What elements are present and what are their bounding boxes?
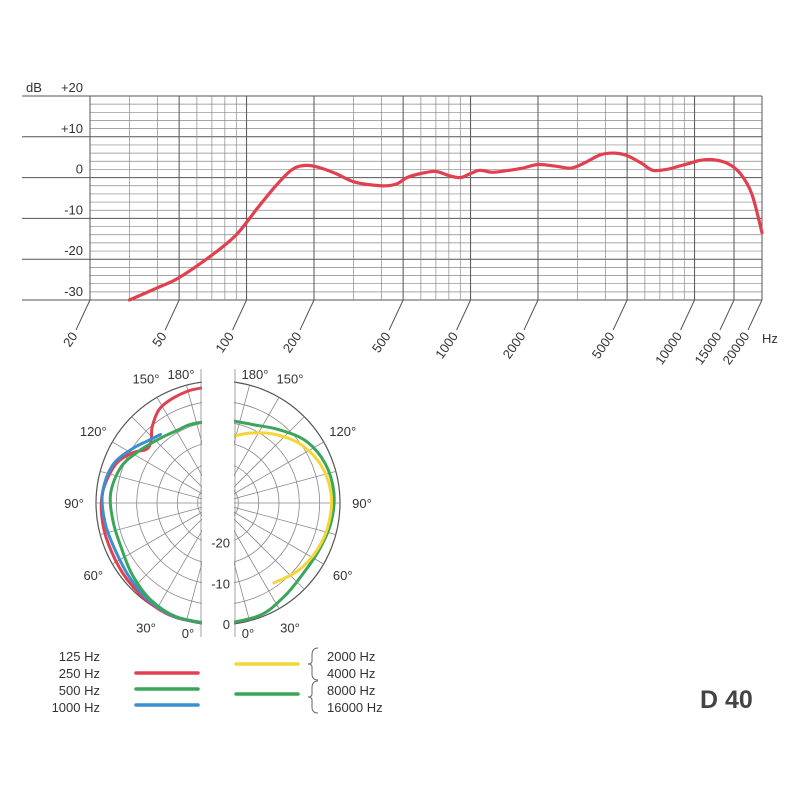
polar-angle-label-left: 180°: [168, 367, 195, 382]
legend-label-right: 8000 Hz: [327, 683, 375, 698]
fr-grid: [22, 95, 763, 331]
legend-label-right: 2000 Hz: [327, 649, 375, 664]
frequency-response-chart: +20 +10 0 -10 -20 -30 dB 20 50 100 200 500 1000 2000 5…: [22, 80, 778, 367]
fr-xtick-leader: [612, 299, 628, 331]
fr-xtick-leader: [456, 299, 472, 331]
polar-angle-label-right: 90°: [352, 496, 372, 511]
polar-spoke: [112, 508, 209, 565]
polar-angle-label-right: 150°: [277, 371, 304, 386]
legend-label-right: 4000 Hz: [327, 666, 375, 681]
polar-spoke: [100, 471, 208, 501]
polar-spoke: [131, 510, 211, 590]
polar-angle-label-right: 30°: [280, 621, 300, 636]
polar-angle-label-left: 150°: [133, 371, 160, 386]
legend-brace: [307, 647, 319, 681]
fr-xtick-leader: [747, 299, 763, 331]
fr-ytick-label: +20: [61, 80, 83, 95]
legend-label-left: 125 Hz: [59, 649, 100, 664]
fr-xtick-leader: [680, 299, 696, 331]
polar-spoke: [131, 416, 211, 496]
fr-xtick-leader: [164, 299, 180, 331]
fr-xtick-label: 50: [149, 329, 170, 349]
fr-xtick-label: 5000: [589, 329, 618, 361]
fr-ylabel: dB: [26, 80, 42, 95]
fr-xtick-leader: [232, 299, 248, 331]
polar-spoke: [227, 508, 324, 565]
fr-xtick-leader: [299, 299, 315, 331]
fr-xtick-label: 1000: [432, 329, 461, 361]
fr-ytick-label: -20: [64, 243, 83, 258]
polar-radial-label: 0: [223, 617, 230, 632]
fr-ytick-label: -10: [64, 202, 83, 217]
fr-response-curve: [127, 151, 764, 302]
fr-xtick-leader: [523, 299, 539, 331]
polar-spoke: [225, 416, 305, 496]
polar-angle-label-right: 0°: [242, 626, 254, 641]
legend-label-right: 16000 Hz: [327, 700, 383, 715]
polar-angle-label-left: 90°: [64, 496, 84, 511]
fr-xtick-label: 500: [369, 329, 394, 355]
polar-angle-label-right: 120°: [329, 424, 356, 439]
fr-xtick-leader: [719, 299, 735, 331]
polar-spoke: [228, 471, 336, 501]
fr-xtick-label: 20000: [719, 329, 752, 367]
fr-xtick-label: 2000: [500, 329, 529, 361]
polar-angle-label-left: 60°: [83, 568, 103, 583]
polar-pattern-chart: -20 -10 0 0° 0° 30° 30° 60° 60° 90° 90° 120° 120° 150…: [64, 363, 372, 641]
polar-center-gap: [202, 363, 234, 637]
polar-spoke: [112, 441, 209, 498]
fr-xtick-label: 15000: [691, 329, 724, 367]
polar-angle-label-left: 120°: [80, 424, 107, 439]
fr-xtick-leader: [75, 299, 91, 331]
polar-curve-left: [108, 420, 220, 627]
polar-radial-label: -10: [211, 576, 230, 591]
polar-angle-label-right: 60°: [333, 568, 353, 583]
polar-curve-right: [216, 431, 334, 585]
polar-angle-label-left: 0°: [182, 626, 194, 641]
legend-label-left: 250 Hz: [59, 666, 100, 681]
polar-angle-label-left: 30°: [136, 621, 156, 636]
polar-curve-right: [216, 418, 336, 627]
polar-radial-label: -20: [211, 536, 230, 551]
legend-label-left: 1000 Hz: [52, 700, 100, 715]
polar-legend: 125 Hz 250 Hz 500 Hz 1000 Hz 2000 Hz 4000 Hz 8…: [52, 647, 383, 715]
fr-ytick-label: 0: [76, 162, 83, 177]
fr-xtick-label: 200: [280, 329, 305, 355]
fr-xlabel: Hz: [762, 331, 778, 346]
polar-curve-left: [99, 384, 220, 627]
fr-xtick-leader: [388, 299, 404, 331]
fr-ytick-label: +10: [61, 121, 83, 136]
legend-label-left: 500 Hz: [59, 683, 100, 698]
polar-angle-label-right: 180°: [242, 367, 269, 382]
fr-ytick-label: -30: [64, 284, 83, 299]
polar-spoke: [228, 505, 336, 535]
polar-spoke: [100, 505, 208, 535]
fr-xtick-label: 10000: [652, 329, 685, 367]
fr-xtick-label: 20: [60, 329, 81, 349]
model-name: D 40: [700, 686, 753, 714]
fr-xtick-label: 100: [212, 329, 237, 355]
legend-brace: [307, 680, 319, 714]
